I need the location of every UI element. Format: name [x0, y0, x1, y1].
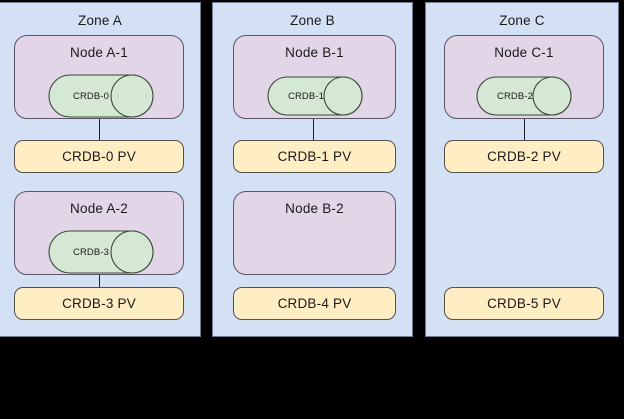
database-cylinder-crdb-1: CRDB-1 [267, 76, 363, 116]
connector-a-2-to-pv [99, 275, 100, 296]
connector-b-1-to-pv [313, 119, 314, 140]
zone-container-a: Zone A Node A-1 CRDB-0 CRDB-0 PV Node A-… [0, 2, 201, 337]
node-title-c-1: Node C-1 [494, 45, 554, 60]
connector-c-1-to-pv [524, 119, 525, 140]
pv-box-crdb-5: CRDB-5 PV [444, 287, 604, 320]
node-title-a-2: Node A-2 [70, 201, 128, 216]
node-title-a-1: Node A-1 [70, 45, 128, 60]
zone-title-c: Zone C [499, 13, 545, 28]
pv-box-crdb-3: CRDB-3 PV [14, 287, 184, 320]
zone-title-a: Zone A [78, 13, 122, 28]
node-box-b-2: Node B-2 [233, 191, 396, 275]
zone-title-b: Zone B [290, 13, 335, 28]
node-title-b-2: Node B-2 [285, 201, 344, 216]
database-cylinder-crdb-3: CRDB-3 [48, 230, 154, 274]
node-title-b-1: Node B-1 [285, 45, 344, 60]
zone-container-b: Zone B Node B-1 CRDB-1 CRDB-1 PV Node B-… [212, 2, 413, 337]
node-box-c-1: Node C-1 CRDB-2 [444, 35, 604, 119]
pv-box-crdb-4: CRDB-4 PV [233, 287, 396, 320]
node-box-a-1: Node A-1 CRDB-0 [14, 35, 184, 119]
pv-box-crdb-0: CRDB-0 PV [14, 140, 184, 173]
pv-box-crdb-2: CRDB-2 PV [444, 140, 604, 173]
database-cylinder-crdb-0: CRDB-0 [48, 74, 154, 118]
zone-container-c: Zone C Node C-1 CRDB-2 CRDB-2 PV CRDB-5 … [425, 2, 619, 337]
node-box-a-2: Node A-2 CRDB-3 [14, 191, 184, 275]
database-cylinder-crdb-2: CRDB-2 [476, 76, 572, 116]
node-box-b-1: Node B-1 CRDB-1 [233, 35, 396, 119]
pv-box-crdb-1: CRDB-1 PV [233, 140, 396, 173]
connector-a-1-to-pv [99, 119, 100, 140]
